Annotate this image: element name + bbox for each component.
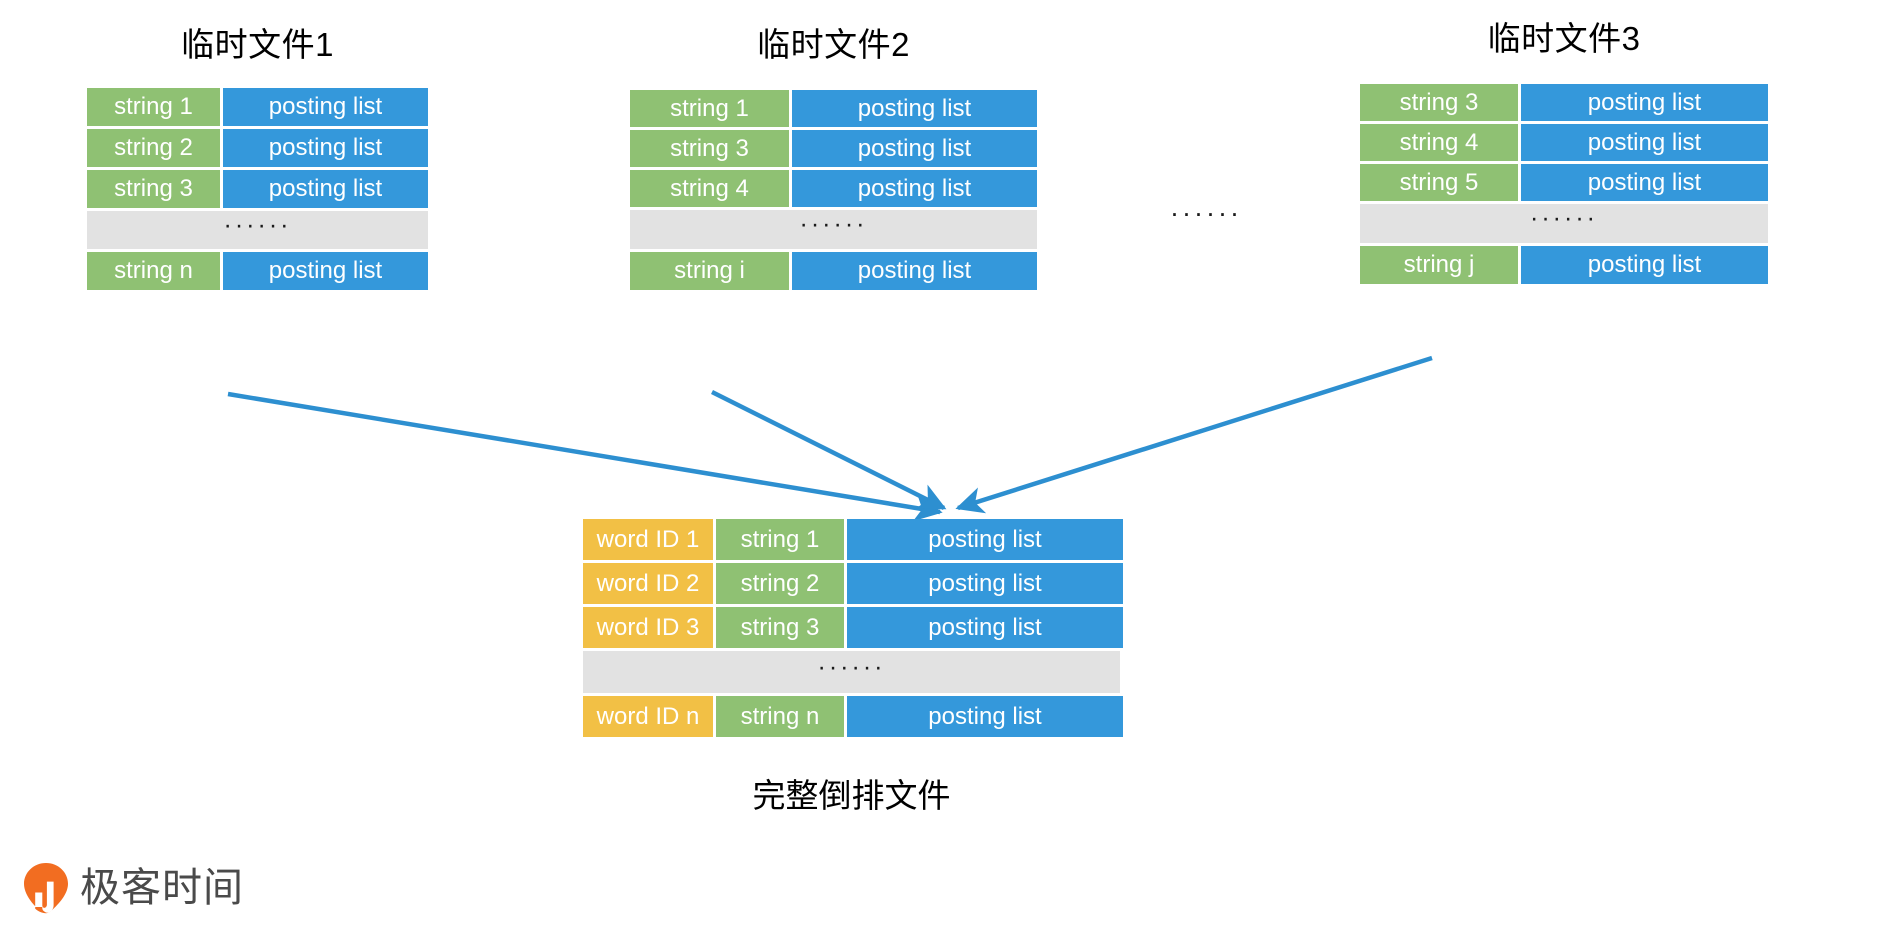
string-cell: string 1 xyxy=(87,88,220,126)
word-id-cell: word ID 1 xyxy=(583,519,713,560)
temp-file-2-table: string 1 posting list string 3 posting l… xyxy=(630,90,1037,290)
table-row: string 4 posting list xyxy=(1360,124,1768,161)
ellipsis-cell: ······ xyxy=(87,211,428,249)
posting-list-cell: posting list xyxy=(847,563,1123,604)
string-cell: string i xyxy=(630,252,789,290)
temp-file-1-title: 临时文件1 xyxy=(181,26,334,63)
table-row: string 5 posting list xyxy=(1360,164,1768,201)
table-row: string i posting list xyxy=(630,252,1037,290)
posting-list-cell: posting list xyxy=(792,170,1037,207)
table-row: string n posting list xyxy=(87,252,428,290)
string-cell: string 3 xyxy=(1360,84,1518,121)
ellipsis-cell: ······ xyxy=(630,210,1037,249)
posting-list-cell: posting list xyxy=(1521,246,1768,284)
ellipsis-cell: ······ xyxy=(1360,204,1768,243)
posting-list-cell: posting list xyxy=(847,696,1123,737)
string-cell: string 2 xyxy=(87,129,220,167)
table-row: string j posting list xyxy=(1360,246,1768,284)
table-row: word ID 2 string 2 posting list xyxy=(583,563,1123,604)
ellipsis-dots: ······ xyxy=(223,210,292,239)
string-cell: string j xyxy=(1360,246,1518,284)
string-cell: string 3 xyxy=(716,607,844,648)
temp-file-3-title: 临时文件3 xyxy=(1487,20,1641,57)
ellipsis-dots: ······ xyxy=(817,652,886,681)
string-cell: string 3 xyxy=(630,130,789,167)
geektime-logo-icon xyxy=(22,862,70,914)
between-files-ellipsis: ······ xyxy=(1170,198,1242,228)
word-id-cell: word ID n xyxy=(583,696,713,737)
posting-list-cell: posting list xyxy=(792,252,1037,290)
string-cell: string 1 xyxy=(630,90,789,127)
table-row: string 4 posting list xyxy=(630,170,1037,207)
arrow-file3-to-merged xyxy=(955,355,1433,514)
table-row: string 3 posting list xyxy=(87,170,428,208)
string-cell: string 4 xyxy=(630,170,789,207)
string-cell: string 3 xyxy=(87,170,220,208)
string-cell: string 4 xyxy=(1360,124,1518,161)
geektime-logo: 极客时间 xyxy=(22,862,244,914)
posting-list-cell: posting list xyxy=(847,519,1123,560)
table-row: string 3 posting list xyxy=(630,130,1037,167)
table-row-ellipsis: ······ xyxy=(583,651,1123,693)
posting-list-cell: posting list xyxy=(223,129,428,167)
table-row: string 3 posting list xyxy=(1360,84,1768,121)
ellipsis-cell: ······ xyxy=(583,651,1120,693)
ellipsis-dots: ······ xyxy=(1530,204,1598,232)
ellipsis-dots: ······ xyxy=(799,210,868,238)
posting-list-cell: posting list xyxy=(792,130,1037,167)
string-cell: string 1 xyxy=(716,519,844,560)
posting-list-cell: posting list xyxy=(223,252,428,290)
posting-list-cell: posting list xyxy=(223,88,428,126)
merged-file-caption: 完整倒排文件 xyxy=(752,777,951,814)
word-id-cell: word ID 2 xyxy=(583,563,713,604)
arrow-file1-to-merged xyxy=(227,391,943,522)
table-row: word ID 3 string 3 posting list xyxy=(583,607,1123,648)
posting-list-cell: posting list xyxy=(1521,124,1768,161)
table-row-ellipsis: ······ xyxy=(630,210,1037,249)
posting-list-cell: posting list xyxy=(792,90,1037,127)
temp-file-1-table: string 1 posting list string 2 posting l… xyxy=(87,88,428,290)
table-row: string 1 posting list xyxy=(87,88,428,126)
table-row-ellipsis: ······ xyxy=(87,211,428,249)
arrow-file2-to-merged xyxy=(710,389,947,511)
table-row-ellipsis: ······ xyxy=(1360,204,1768,243)
merged-file-table: word ID 1 string 1 posting list word ID … xyxy=(583,519,1123,737)
table-row: string 1 posting list xyxy=(630,90,1037,127)
string-cell: string 5 xyxy=(1360,164,1518,201)
temp-file-2-title: 临时文件2 xyxy=(757,26,910,63)
posting-list-cell: posting list xyxy=(223,170,428,208)
table-row: word ID n string n posting list xyxy=(583,696,1123,737)
string-cell: string n xyxy=(716,696,844,737)
temp-file-3-table: string 3 posting list string 4 posting l… xyxy=(1360,84,1768,284)
table-row: string 2 posting list xyxy=(87,129,428,167)
string-cell: string 2 xyxy=(716,563,844,604)
table-row: word ID 1 string 1 posting list xyxy=(583,519,1123,560)
posting-list-cell: posting list xyxy=(1521,164,1768,201)
string-cell: string n xyxy=(87,252,220,290)
word-id-cell: word ID 3 xyxy=(583,607,713,648)
posting-list-cell: posting list xyxy=(1521,84,1768,121)
geektime-logo-text: 极客时间 xyxy=(80,866,244,910)
posting-list-cell: posting list xyxy=(847,607,1123,648)
